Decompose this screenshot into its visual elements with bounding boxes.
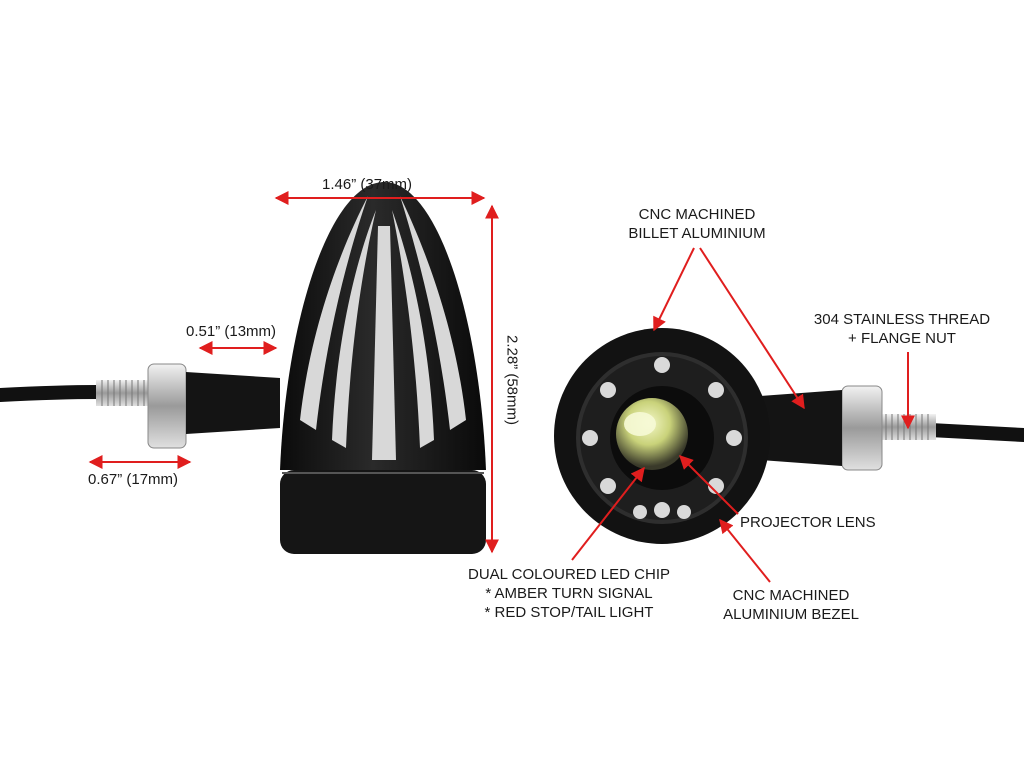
bezel-dimples xyxy=(582,357,742,519)
thread-left xyxy=(96,380,154,406)
flange-nut-left xyxy=(147,363,187,449)
thread-length-label: 0.51” (13mm) xyxy=(186,323,277,340)
led-chip-label: DUAL COLOURED LED CHIP * AMBER TURN SIGN… xyxy=(452,565,686,622)
callout-lines xyxy=(571,247,915,583)
led-line-1: DUAL COLOURED LED CHIP xyxy=(468,566,670,583)
billet-line-2: BILLET ALUMINIUM xyxy=(628,225,766,242)
height-label-wrap: 2.28” (58mm) xyxy=(503,335,522,425)
nut-width-label: 0.67” (17mm) xyxy=(88,471,179,488)
indicator-side-view xyxy=(0,182,486,554)
led-line-3: * RED STOP/TAIL LIGHT xyxy=(484,604,654,621)
flange-nut-right xyxy=(841,385,883,471)
billet-line-1: CNC MACHINED xyxy=(638,206,756,223)
billet-aluminium-label: CNC MACHINED BILLET ALUMINIUM xyxy=(612,205,782,243)
body-grooves xyxy=(300,196,466,460)
height-label: 2.28” (58mm) xyxy=(503,334,521,426)
cable-right xyxy=(923,423,1024,442)
width-label: 1.46” (37mm) xyxy=(322,176,413,193)
cable-left xyxy=(0,385,105,402)
stem-left xyxy=(186,372,280,434)
led-line-2: * AMBER TURN SIGNAL xyxy=(485,585,653,602)
projector-lens-label: PROJECTOR LENS xyxy=(740,514,876,531)
bezel-line-2: ALUMINIUM BEZEL xyxy=(723,606,859,623)
indicator-front-view xyxy=(554,328,1024,544)
projector-lens xyxy=(616,398,688,470)
aluminium-bezel-label: CNC MACHINED ALUMINIUM BEZEL xyxy=(716,586,866,624)
thread-line-1: 304 STAINLESS THREAD xyxy=(813,311,991,328)
base-cup xyxy=(280,470,486,554)
stem-right xyxy=(760,390,842,466)
stainless-thread-label: 304 STAINLESS THREAD + FLANGE NUT xyxy=(810,310,994,348)
dimension-arrows xyxy=(88,191,499,554)
bezel-line-1: CNC MACHINED xyxy=(732,587,850,604)
thread-line-2: + FLANGE NUT xyxy=(848,330,956,347)
